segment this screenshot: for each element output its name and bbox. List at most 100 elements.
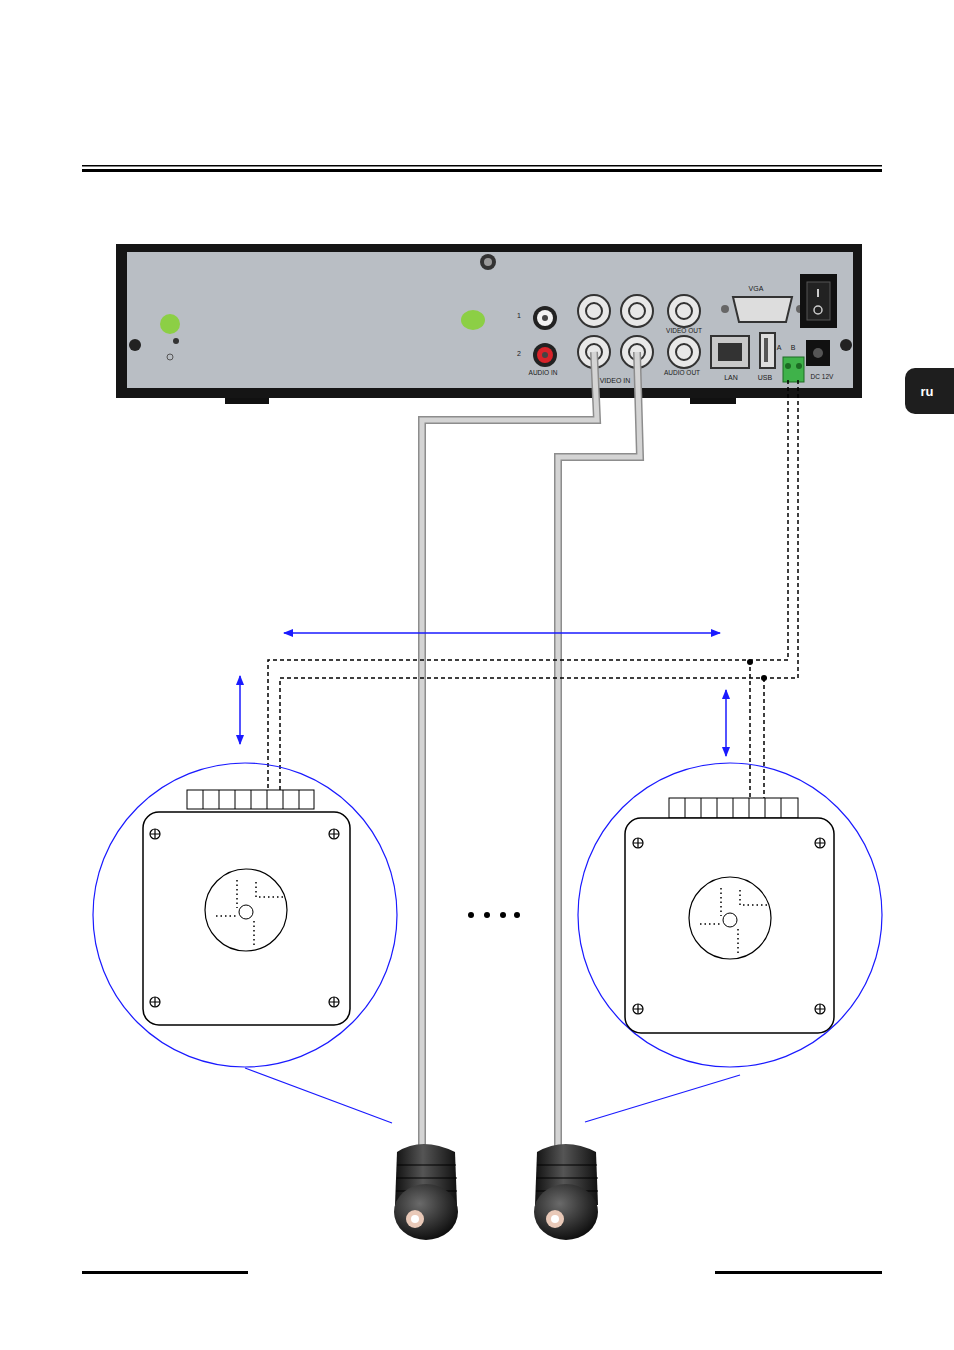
audio-connector: [542, 315, 548, 321]
usb-port: [760, 333, 775, 368]
camera-base-detail: [239, 905, 253, 919]
mounting-screw: [150, 997, 160, 1007]
vga-port: [733, 297, 792, 322]
bnc-connector: [621, 295, 653, 327]
lan-port: [711, 336, 749, 368]
mounting-screw: [633, 838, 825, 1014]
dvr-rear-panel: [116, 244, 862, 398]
continuation-dots: [468, 912, 474, 918]
rs485-wire: [280, 380, 798, 792]
port-number: 1: [517, 312, 521, 319]
bnc-connector: [586, 303, 602, 319]
dc-jack: [813, 348, 823, 358]
pin-name: A: [777, 344, 782, 351]
header-rule: [82, 165, 882, 167]
dvr-rear-panel: [840, 339, 852, 351]
camera-base-detail: [205, 869, 287, 951]
language-tab: ru: [905, 368, 954, 414]
camera-base-detail: [203, 790, 299, 809]
ptz-camera: [394, 1144, 458, 1240]
continuation-dots: [468, 912, 520, 918]
power-switch: [807, 282, 830, 320]
mounting-screw: [329, 829, 339, 839]
leader-line: [245, 1068, 392, 1123]
footer-rule: [82, 1271, 248, 1274]
camera-base-detail: [689, 877, 771, 959]
camera-base-detail: [723, 913, 737, 927]
language-code: ru: [921, 385, 934, 398]
rs485-wire: [749, 660, 751, 800]
power-switch: [814, 306, 822, 314]
bnc-connector: [578, 295, 610, 327]
wire-junction: [761, 675, 767, 681]
mounting-screw: [815, 1004, 825, 1014]
rs485-wire: [268, 380, 788, 792]
camera-base-detail: [669, 798, 798, 818]
mounting-screw: [815, 1004, 825, 1014]
footer-rule: [82, 1271, 882, 1274]
bnc-connector: [668, 336, 700, 368]
dvr-rear-panel: [116, 244, 862, 404]
mounting-screw: [633, 838, 643, 848]
camera-base-detail: [700, 888, 770, 954]
mounting-screw: [150, 829, 160, 839]
power-switch: [800, 274, 837, 328]
mounting-screw: [633, 1004, 643, 1014]
distance-arrow: [239, 676, 241, 744]
wire-junction: [747, 659, 767, 681]
port-label: VIDEO IN: [600, 377, 631, 384]
port-label: AUDIO OUT: [664, 370, 700, 377]
ptz-camera: [394, 1184, 458, 1240]
audio-connector: [537, 310, 553, 326]
dvr-rear-panel: [173, 338, 179, 344]
dc-jack: [806, 340, 830, 366]
ptz-camera: [546, 1210, 564, 1228]
vga-port: [721, 305, 729, 313]
mounting-screw: [329, 997, 339, 1007]
continuation-dots: [484, 912, 490, 918]
port-label: DC 12V: [811, 374, 834, 381]
bnc-connector: [676, 303, 692, 319]
leader-line: [585, 1075, 740, 1122]
port-label: VGA: [749, 285, 764, 292]
rs485-terminal: [785, 363, 791, 369]
audio-connector: [537, 347, 553, 363]
rs485-wire: [763, 678, 765, 800]
lan-port: [718, 343, 742, 361]
rs485-terminal: [783, 357, 804, 382]
lan-port: [711, 336, 749, 368]
video-cable: [422, 352, 597, 1150]
mounting-screw: [150, 829, 339, 1007]
port-label: USB: [758, 374, 772, 381]
video-cable: [422, 352, 597, 1150]
footer-rule: [715, 1271, 882, 1274]
distance-arrow: [725, 690, 727, 756]
ptz-camera: [551, 1215, 559, 1223]
camera-base-detail: [625, 818, 834, 1033]
camera-base-detail: [578, 763, 882, 1067]
bnc-connector: [676, 344, 692, 360]
wire-junction: [747, 659, 753, 665]
dvr-rear-panel: [167, 354, 173, 360]
audio-connector: [533, 306, 557, 330]
ptz-camera: [406, 1210, 424, 1228]
power-switch: [800, 274, 837, 328]
leader-line: [245, 1068, 740, 1123]
dvr-rear-panel: [484, 258, 492, 266]
port-number: 2: [517, 350, 521, 357]
pin-name: B: [791, 344, 796, 351]
header-rule: [82, 165, 882, 172]
dc-jack: [806, 340, 830, 366]
bnc-connector: [629, 303, 645, 319]
camera-base-detail: [93, 763, 397, 1067]
dvr-rear-panel: [461, 310, 485, 330]
video-cable: [558, 352, 640, 1150]
usb-port: [764, 338, 768, 362]
bnc-connector: [668, 295, 700, 327]
video-cable: [558, 352, 640, 1150]
mounting-screw: [815, 838, 825, 848]
rs485-wire: [268, 380, 798, 800]
dvr-rear-panel: [127, 252, 853, 388]
usb-port: [760, 333, 775, 368]
port-label: LAN: [724, 374, 738, 381]
